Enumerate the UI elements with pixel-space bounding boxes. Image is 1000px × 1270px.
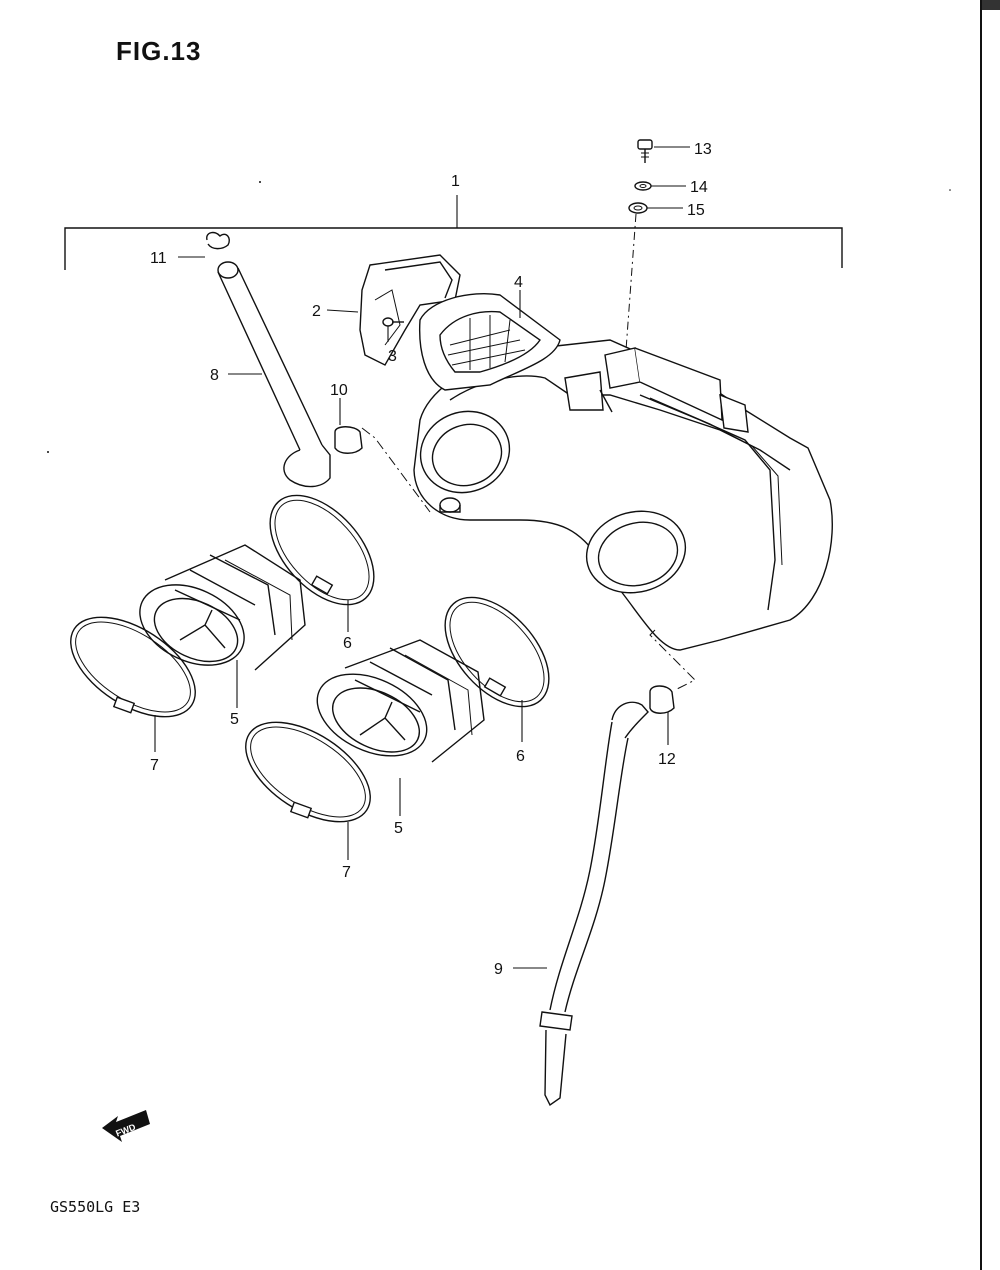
callout-9: 9 — [494, 961, 503, 978]
callout-13: 13 — [694, 141, 712, 158]
callout-7-left: 7 — [150, 757, 159, 774]
callout-11: 11 — [150, 250, 167, 267]
band-6-right — [444, 596, 550, 742]
intake-boot-5-left — [139, 544, 306, 708]
clamp-10 — [334, 398, 431, 513]
air-cleaner-case — [413, 339, 833, 651]
page-edge-mark — [982, 0, 1000, 10]
page-edge-strip — [980, 0, 1000, 1270]
band-7-left — [70, 616, 196, 752]
forward-arrow-icon: FWD — [102, 1110, 150, 1142]
callout-7-right: 7 — [342, 864, 351, 881]
callout-3: 3 — [388, 348, 397, 365]
callout-1: 1 — [451, 173, 460, 190]
callout-2: 2 — [312, 303, 321, 320]
clamp-12 — [649, 629, 696, 745]
band-7-right — [245, 721, 371, 860]
callout-15: 15 — [687, 202, 705, 219]
filter-element-4 — [418, 290, 561, 391]
callout-14: 14 — [690, 179, 708, 196]
grommet-15 — [628, 202, 683, 214]
callout-5-right: 5 — [394, 820, 403, 837]
model-code: GS550LG E3 — [50, 1198, 141, 1216]
cover-2 — [326, 254, 461, 366]
callout-5-left: 5 — [230, 711, 239, 728]
band-6-left — [269, 494, 375, 632]
figure-title: FIG.13 — [116, 36, 202, 66]
assembly-bracket — [64, 195, 843, 270]
breather-hose-8 — [217, 261, 331, 488]
drain-hose-9 — [513, 701, 649, 1107]
callout-6-right: 6 — [516, 748, 525, 765]
callout-10: 10 — [330, 382, 348, 399]
intake-boot-5-right — [316, 639, 485, 816]
bolt-13 — [637, 139, 690, 163]
washer-14 — [634, 181, 686, 191]
screw-3 — [382, 317, 404, 342]
callout-labels: 1 2 3 4 5 5 6 6 7 7 8 9 10 11 12 13 14 1… — [150, 141, 712, 978]
hose-clip-11 — [178, 231, 230, 258]
callout-4: 4 — [514, 274, 523, 291]
callout-8: 8 — [210, 367, 219, 384]
callout-12: 12 — [658, 751, 676, 768]
scan-specks — [47, 181, 951, 453]
callout-6-left: 6 — [343, 635, 352, 652]
